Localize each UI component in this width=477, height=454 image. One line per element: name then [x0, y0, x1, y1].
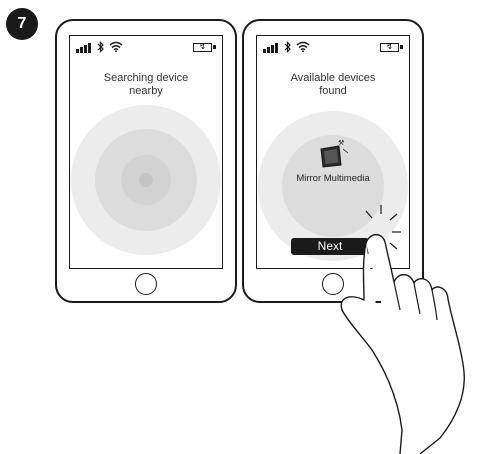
- next-button[interactable]: Next: [291, 238, 369, 255]
- home-button-icon[interactable]: [322, 273, 344, 295]
- monitor-icon[interactable]: ⚒: [318, 137, 350, 171]
- phone-searching: ↯ Searching device nearby: [55, 19, 237, 303]
- wifi-icon: [296, 41, 310, 52]
- phone-screen-searching: ↯ Searching device nearby: [69, 35, 223, 269]
- status-bar: ↯: [263, 41, 403, 55]
- devices-found-title: Available devices found: [257, 72, 409, 98]
- status-bar: ↯: [76, 41, 216, 55]
- phone-screen-found: ↯ Available devices found ⚒ Mirror Multi…: [256, 35, 410, 269]
- searching-title: Searching device nearby: [70, 72, 222, 98]
- bluetooth-icon: [97, 41, 104, 53]
- radar-center-dot: [139, 173, 153, 187]
- signal-bars-icon: [76, 43, 92, 53]
- step-number-badge: 7: [6, 8, 38, 40]
- phone-devices-found: ↯ Available devices found ⚒ Mirror Multi…: [242, 19, 424, 303]
- device-name-label[interactable]: Mirror Multimedia: [257, 173, 409, 184]
- battery-charging-icon: ↯: [380, 43, 399, 52]
- bluetooth-icon: [284, 41, 291, 53]
- home-button-icon[interactable]: [135, 273, 157, 295]
- signal-bars-icon: [263, 43, 279, 53]
- wifi-icon: [109, 41, 123, 52]
- battery-charging-icon: ↯: [193, 43, 212, 52]
